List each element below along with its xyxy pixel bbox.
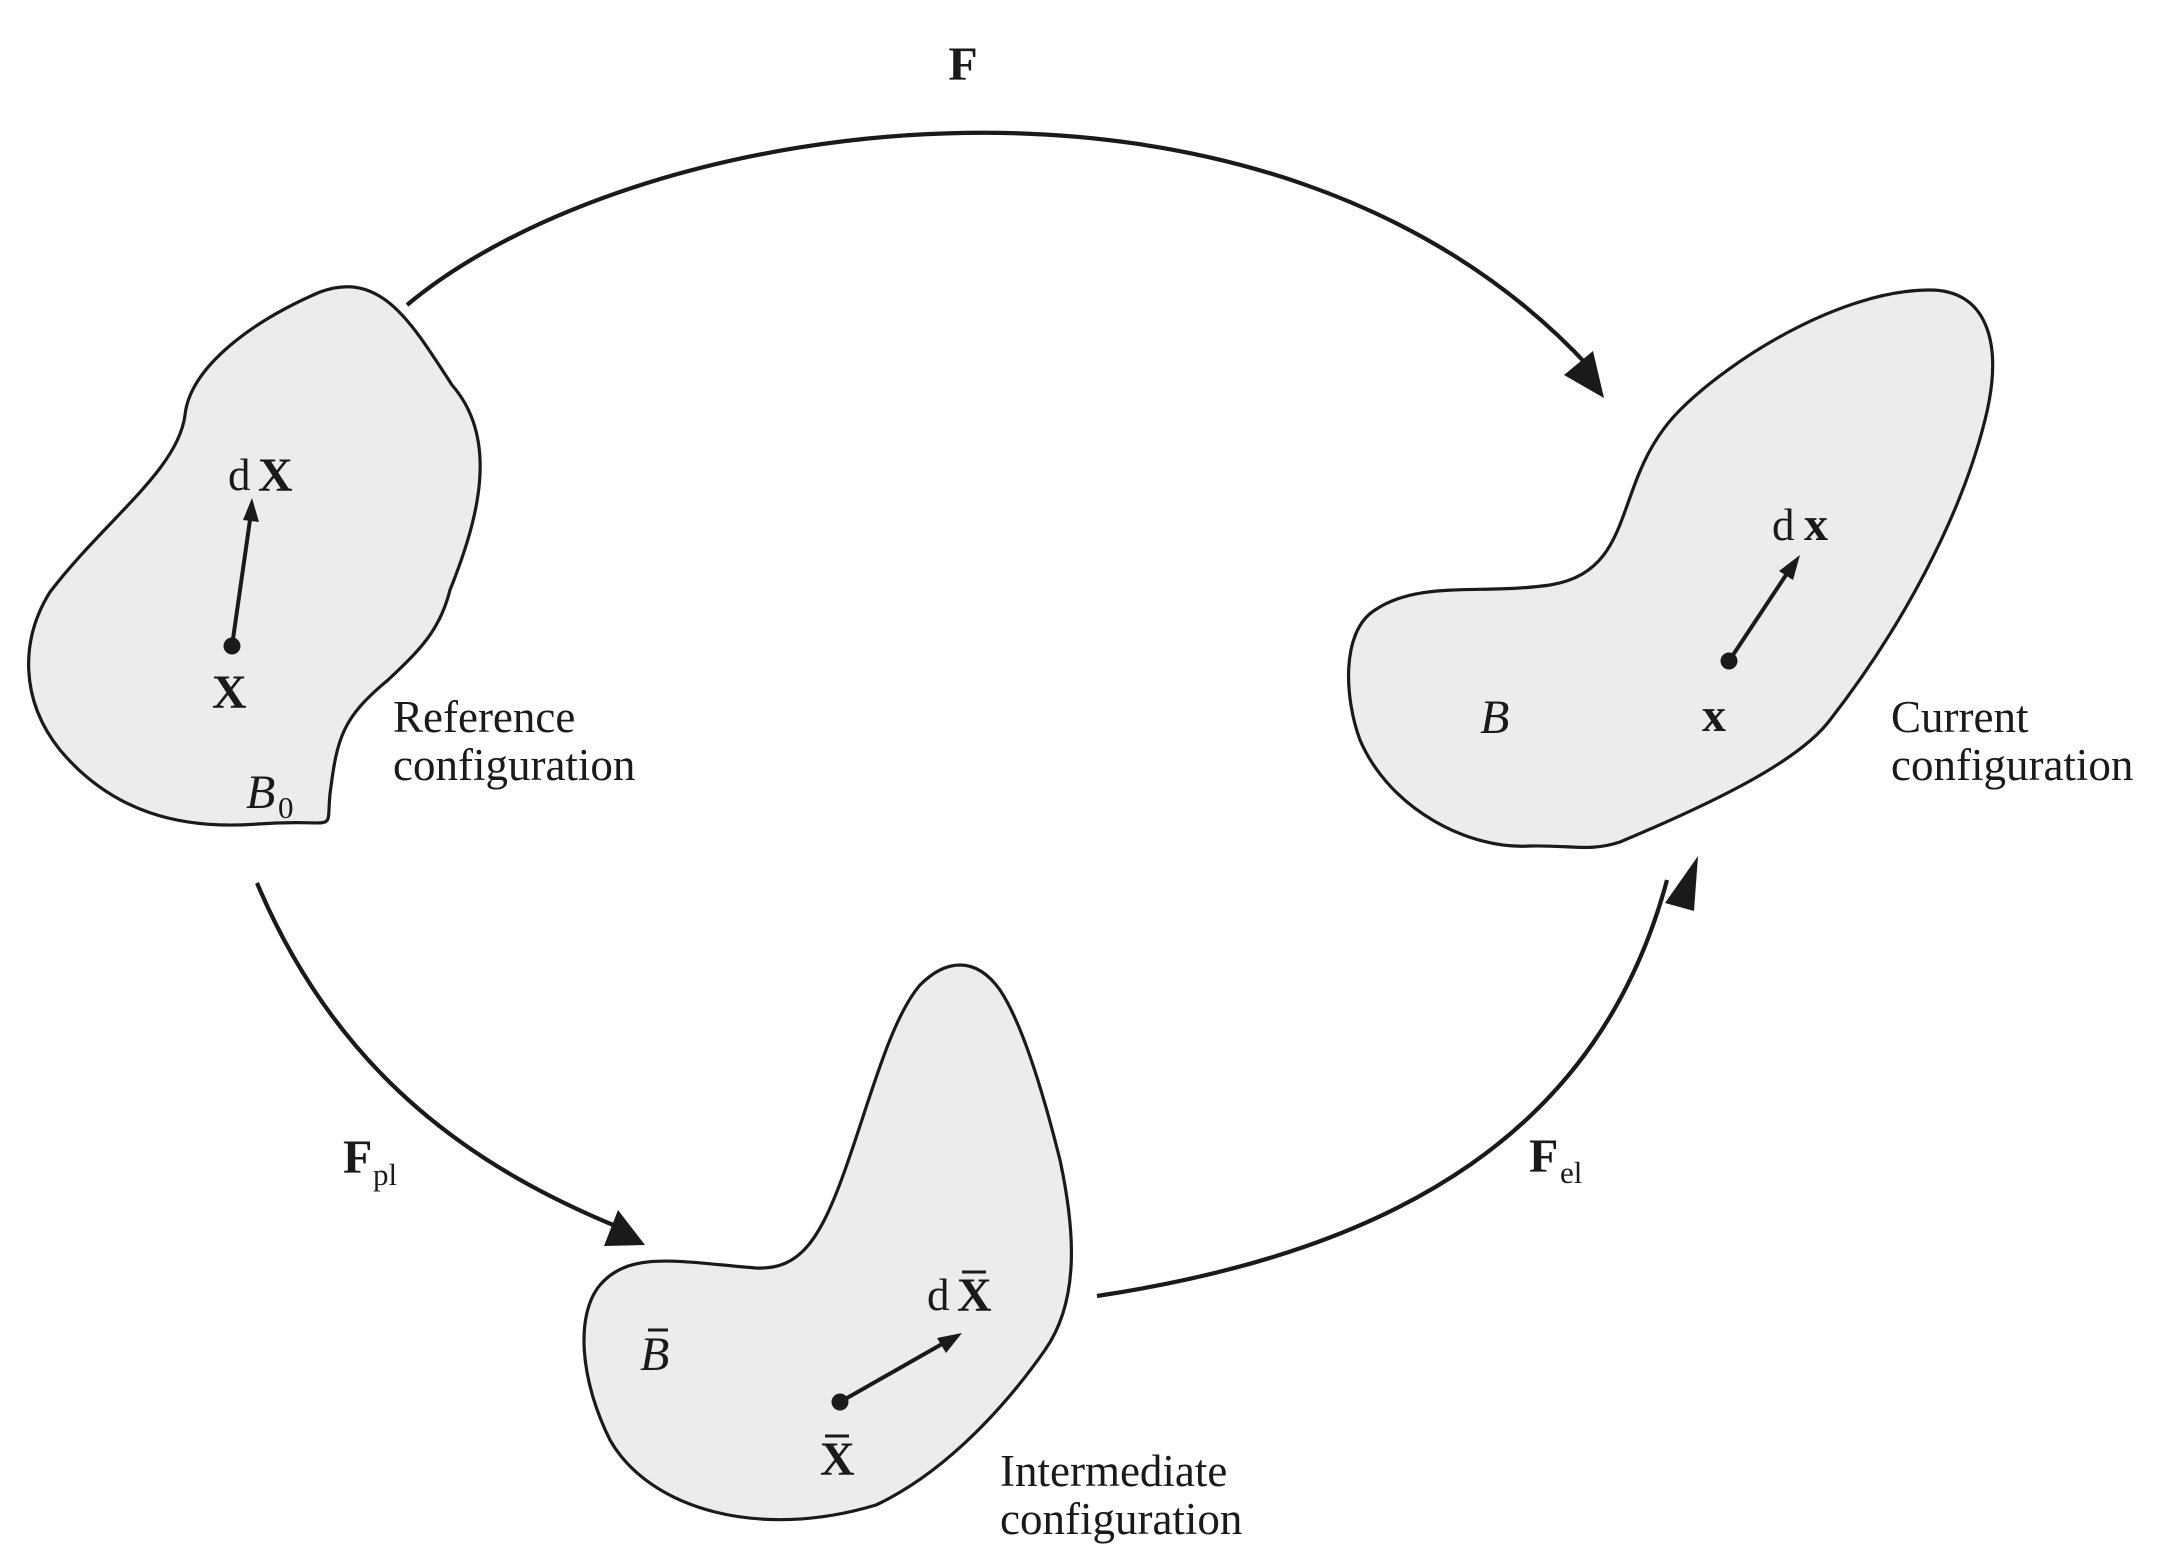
intermediate-vector-symbol: X [957, 1269, 992, 1322]
reference-vector-d: d [228, 450, 251, 500]
map-fel-subscript: el [1560, 1155, 1582, 1190]
map-fel-symbol: F [1529, 1130, 1558, 1183]
current-point-dot [1720, 652, 1738, 670]
intermediate-point-label: X [820, 1433, 855, 1486]
intermediate-label-line1: Intermediate [1000, 1446, 1227, 1496]
map-fpl-subscript: pl [373, 1157, 397, 1192]
map-f-label: F [948, 38, 977, 91]
map-fpl-arrow [255, 882, 645, 1246]
current-vector [1727, 555, 1800, 663]
current-body-symbol: B [1480, 691, 1509, 744]
map-f-arrow [405, 130, 1604, 398]
current-point-label: x [1702, 689, 1726, 742]
reference-vector-symbol: X [258, 449, 293, 502]
reference-label-line1: Reference [393, 692, 575, 742]
reference-point-dot [223, 637, 241, 655]
intermediate-body [582, 963, 1074, 1522]
map-fpl-symbol: F [343, 1131, 372, 1184]
reference-point-label: X [212, 666, 247, 719]
reference-body-symbol: B [246, 766, 275, 819]
intermediate-body-symbol: B [640, 1328, 669, 1381]
current-vector-d: d [1772, 500, 1795, 550]
map-fel-arrow [1096, 856, 1698, 1299]
current-body [1346, 288, 1995, 850]
current-label-line1: Current [1891, 692, 2029, 742]
reference-body-subscript: 0 [278, 790, 294, 825]
intermediate-point-dot [831, 1393, 849, 1411]
intermediate-label-line2: configuration [1000, 1494, 1242, 1544]
current-label-line2: configuration [1891, 740, 2133, 790]
current-vector-symbol: x [1804, 498, 1828, 551]
reference-body [27, 285, 482, 827]
reference-label-line2: configuration [393, 740, 635, 790]
intermediate-vector [839, 1333, 962, 1404]
intermediate-vector-d: d [927, 1270, 950, 1320]
reference-vector [230, 498, 259, 647]
